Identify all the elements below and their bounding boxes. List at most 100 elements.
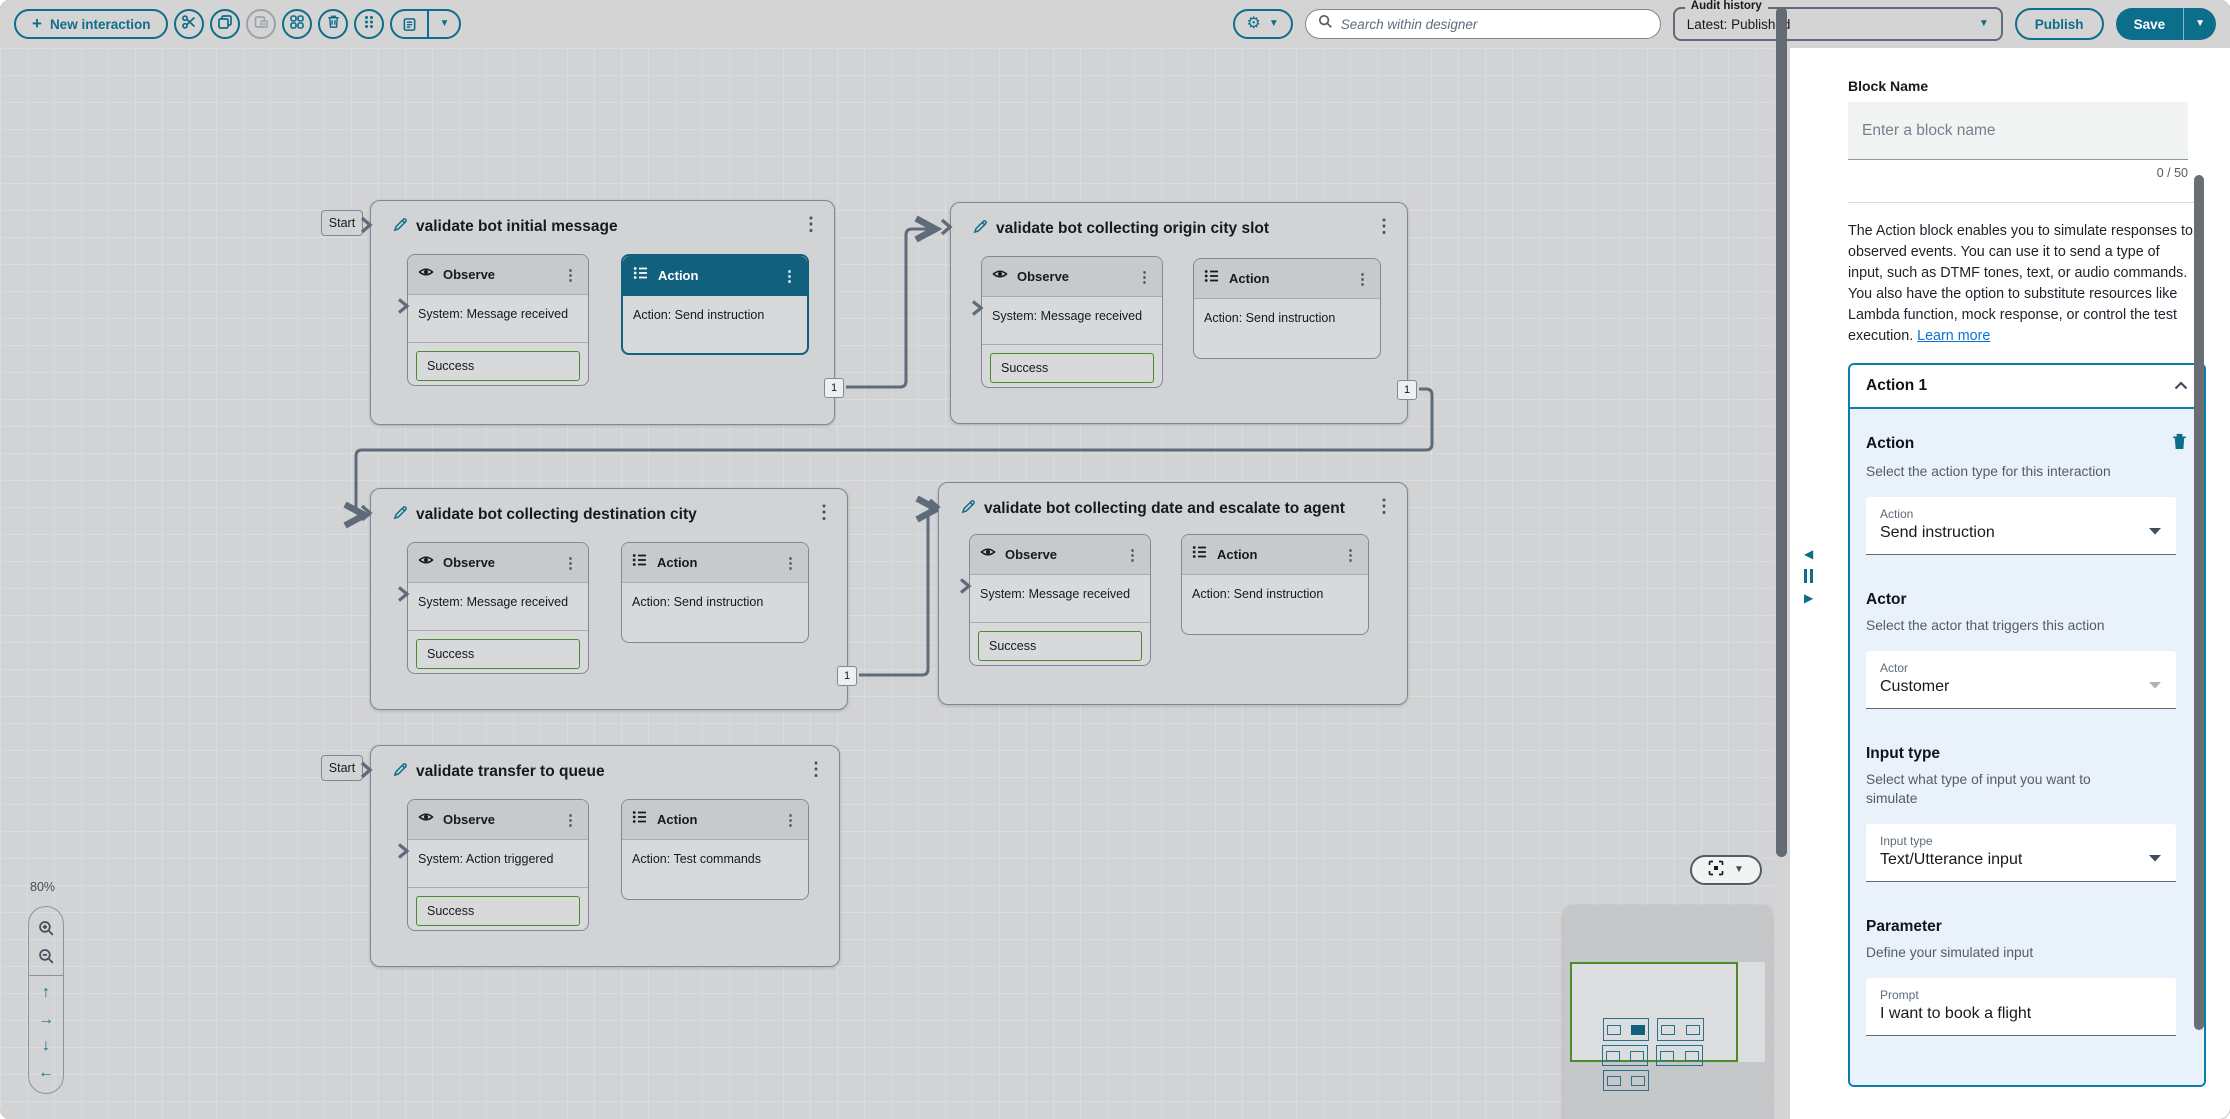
notes-dropdown-caret[interactable]: ▼ [427,11,459,37]
flow-block[interactable]: Start validate transfer to queue ⋮ Obser… [321,745,840,967]
paste-button[interactable] [246,9,277,39]
output-port[interactable]: 1 [824,378,844,398]
action-card[interactable]: Action ⋮ Action: Test commands [621,799,809,900]
output-port[interactable]: 1 [837,666,857,686]
observe-card[interactable]: Observe ⋮ System: Message received Succe… [397,254,589,386]
edit-pencil-icon[interactable] [973,219,988,239]
publish-button[interactable]: Publish [2014,8,2104,40]
caret-down-icon: ▼ [2195,18,2205,29]
group-blocks-button[interactable] [282,9,313,39]
input-type-field-value: Text/Utterance input [1880,851,2023,868]
collapse-right-icon[interactable]: ▶ [1804,591,1814,605]
observe-event: System: Message received [408,295,588,343]
action-field-label: Action [1880,507,1914,521]
canvas-scrollbar[interactable] [1775,7,1788,1119]
accordion-header[interactable]: Action 1 [1850,365,2204,407]
minimap-block [1603,1070,1649,1091]
observe-card[interactable]: Observe ⋮ System: Message received Succe… [959,534,1151,666]
action-card[interactable]: Action ⋮ Action: Send instruction [1181,534,1369,635]
save-dropdown-button[interactable]: ▼ [2183,8,2216,40]
flow-block[interactable]: validate bot collecting origin city slot… [940,202,1417,424]
success-outcome[interactable]: Success [978,631,1142,661]
copy-button[interactable] [210,9,241,39]
edit-pencil-icon[interactable] [393,505,408,525]
collapse-left-icon[interactable]: ◀ [1804,547,1814,561]
drag-handle-button[interactable] [354,9,385,39]
canvas-scrollbar-thumb[interactable] [1776,7,1787,857]
notes-split-button[interactable]: ▼ [390,9,462,39]
flow-canvas[interactable]: Start validate bot initial message ⋮ Obs… [0,48,1775,1119]
edit-pencil-icon[interactable] [393,762,408,782]
output-port[interactable]: 1 [1397,380,1417,400]
search-input[interactable] [1340,16,1648,32]
success-outcome[interactable]: Success [416,639,580,669]
flow-block[interactable]: validate bot collecting date and escalat… [928,482,1408,705]
success-outcome[interactable]: Success [416,351,580,381]
observe-card[interactable]: Observe ⋮ System: Message received Succe… [397,542,589,674]
edit-pencil-icon[interactable] [961,499,976,519]
action-menu-button[interactable]: ⋮ [782,267,797,285]
input-type-select[interactable]: Input type Text/Utterance input [1866,824,2176,882]
panel-resize-controls: ◀ ▶ [1804,548,1813,604]
block-name-input[interactable] [1848,102,2188,160]
action-menu-button[interactable]: ⋮ [1355,270,1370,288]
pan-up-button[interactable]: ↑ [42,983,50,1001]
actor-select[interactable]: Actor Customer [1866,651,2176,709]
block-menu-button[interactable]: ⋮ [807,759,825,779]
delete-button[interactable] [318,9,349,39]
new-interaction-label: New interaction [49,16,151,32]
fit-to-screen-dropdown[interactable]: ▼ [1690,855,1762,885]
resize-handle-icon[interactable] [1804,569,1814,583]
action-menu-button[interactable]: ⋮ [783,554,798,572]
pan-left-button[interactable]: ← [38,1064,54,1081]
list-icon [632,553,648,572]
settings-dropdown[interactable]: ⚙ ▼ [1232,9,1293,39]
save-button[interactable]: Save [2115,8,2184,40]
edit-pencil-icon[interactable] [393,217,408,237]
learn-more-link[interactable]: Learn more [1917,328,1991,344]
block-title-row: validate bot collecting origin city slot [973,219,1367,239]
observe-card[interactable]: Observe ⋮ System: Message received Succe… [971,256,1163,388]
action-menu-button[interactable]: ⋮ [783,811,798,829]
parameter-section-desc: Define your simulated input [1866,945,2034,960]
observe-menu-button[interactable]: ⋮ [563,811,578,829]
audit-history-select[interactable]: Audit history Latest: Published ▼ [1672,0,2003,41]
flow-block[interactable]: Start validate bot initial message ⋮ Obs… [321,200,844,425]
observe-menu-button[interactable]: ⋮ [563,554,578,572]
minimap-viewport[interactable] [1570,962,1738,1062]
pan-right-button[interactable]: → [38,1010,54,1028]
action-card[interactable]: Action ⋮ Action: Send instruction [1193,258,1381,359]
action-select[interactable]: Action Send instruction [1866,497,2176,555]
new-interaction-button[interactable]: + New interaction [14,9,169,39]
observe-menu-button[interactable]: ⋮ [1137,268,1152,286]
success-outcome[interactable]: Success [416,896,580,926]
flow-block[interactable]: validate bot collecting destination city… [360,488,857,710]
action-accordion: Action 1 Action Select the action type f… [1848,363,2206,1087]
action-card[interactable]: Action ⋮ Action: Send instruction [621,542,809,643]
delete-action-button[interactable] [2171,433,2188,455]
action-label: Action [657,555,698,570]
action-card[interactable]: Action ⋮ Action: Send instruction [621,254,809,355]
observe-label: Observe [443,555,496,570]
pan-down-button[interactable]: ↓ [42,1037,50,1055]
prompt-input[interactable]: Prompt I want to book a flight [1866,978,2176,1036]
minimap[interactable] [1563,905,1772,1119]
action-section-title: Action [1866,435,1915,452]
action-menu-button[interactable]: ⋮ [1343,546,1358,564]
prompt-field-value: I want to book a flight [1880,1005,2032,1022]
cut-button[interactable] [174,9,205,39]
block-menu-button[interactable]: ⋮ [815,502,833,522]
panel-scrollbar[interactable] [2194,175,2204,1030]
block-title-row: validate bot initial message [393,217,794,237]
zoom-in-button[interactable] [38,917,55,939]
zoom-out-button[interactable] [38,946,55,968]
block-menu-button[interactable]: ⋮ [1375,496,1393,516]
observe-card[interactable]: Observe ⋮ System: Action triggered Succe… [397,799,589,931]
success-outcome[interactable]: Success [990,353,1154,383]
observe-menu-button[interactable]: ⋮ [563,266,578,284]
panel-scrollbar-thumb[interactable] [2194,175,2204,1030]
observe-menu-button[interactable]: ⋮ [1125,546,1140,564]
list-icon [632,810,648,829]
block-menu-button[interactable]: ⋮ [1375,216,1393,236]
block-menu-button[interactable]: ⋮ [802,214,820,234]
